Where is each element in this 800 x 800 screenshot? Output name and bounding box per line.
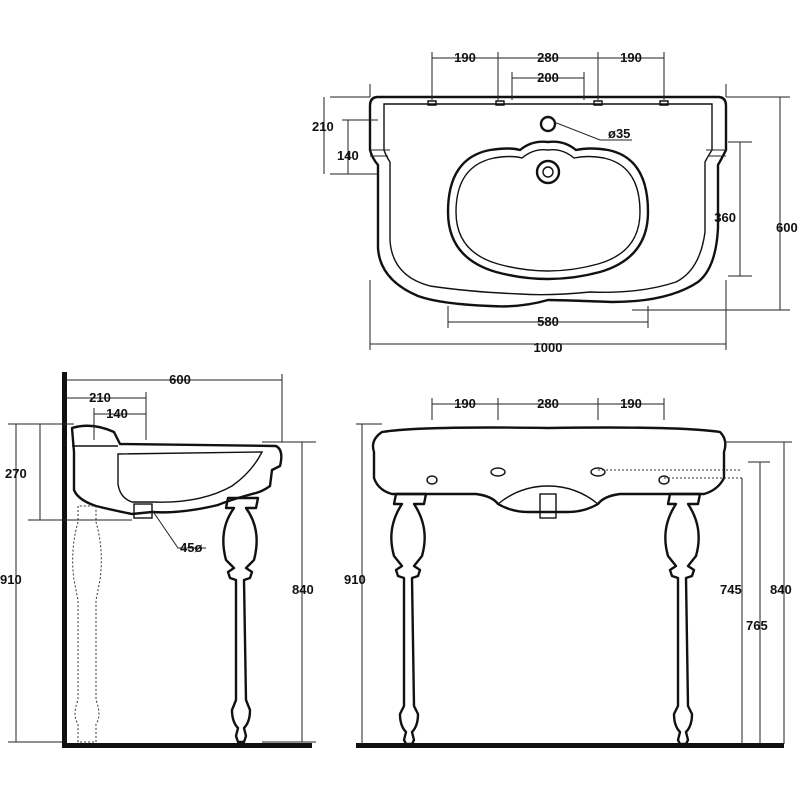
front-dim-745: 745 bbox=[720, 582, 742, 597]
front-hole-1 bbox=[426, 475, 438, 485]
top-dim-200: 200 bbox=[537, 70, 559, 85]
front-dim-910: 910 bbox=[344, 572, 366, 587]
top-drain-outer bbox=[535, 159, 561, 185]
top-dim-600: 600 bbox=[776, 220, 798, 235]
side-view: 600 210 140 270 910 45ø 840 bbox=[0, 372, 316, 748]
top-basin-outline bbox=[368, 95, 728, 308]
side-dim-840: 840 bbox=[292, 582, 314, 597]
top-back-notch-left bbox=[370, 149, 390, 157]
front-view: 190 280 190 910 745 765 840 bbox=[344, 396, 792, 748]
top-bowl-inner bbox=[455, 148, 641, 272]
side-basin-bowl bbox=[117, 451, 264, 503]
side-dim-210: 210 bbox=[89, 390, 111, 405]
front-dim-190-left: 190 bbox=[454, 396, 476, 411]
front-leg-left bbox=[390, 492, 428, 746]
side-floor bbox=[62, 743, 312, 748]
top-bowl-oval bbox=[446, 140, 650, 281]
side-dim-600: 600 bbox=[169, 372, 191, 387]
top-dim-580: 580 bbox=[537, 314, 559, 329]
front-hole-3 bbox=[590, 467, 606, 477]
side-wall bbox=[62, 372, 67, 748]
side-rear-leg-dotted bbox=[72, 505, 102, 743]
side-dim-910: 910 bbox=[0, 572, 22, 587]
top-back-hole-3 bbox=[593, 100, 603, 106]
top-dim-140: 140 bbox=[337, 148, 359, 163]
top-back-hole-2 bbox=[495, 100, 505, 106]
top-back-notch-right bbox=[706, 149, 726, 157]
front-basin-arch bbox=[497, 485, 599, 505]
top-dim-280: 280 bbox=[537, 50, 559, 65]
top-dim-tap-diameter: ø35 bbox=[608, 126, 630, 141]
front-drain-trap bbox=[539, 493, 557, 519]
top-dim-210: 210 bbox=[312, 119, 334, 134]
top-basin-inner-rim bbox=[383, 103, 713, 296]
side-dim-270: 270 bbox=[5, 466, 27, 481]
side-front-leg bbox=[222, 496, 260, 744]
front-dim-280: 280 bbox=[537, 396, 559, 411]
top-dim-360: 360 bbox=[714, 210, 736, 225]
top-dim-190-right: 190 bbox=[620, 50, 642, 65]
front-leg-right bbox=[664, 492, 702, 746]
top-tap-hole bbox=[539, 115, 557, 133]
top-view: 190 280 190 200 210 140 ø35 360 600 580 … bbox=[312, 50, 798, 355]
front-basin-body bbox=[371, 426, 727, 514]
top-back-hole-4 bbox=[659, 100, 669, 106]
side-dim-drain: 45ø bbox=[180, 540, 202, 555]
side-dim-140: 140 bbox=[106, 406, 128, 421]
front-hole-2 bbox=[490, 467, 506, 477]
top-back-hole-1 bbox=[427, 100, 437, 106]
top-dim-1000: 1000 bbox=[534, 340, 563, 355]
front-dim-765: 765 bbox=[746, 618, 768, 633]
front-floor bbox=[356, 743, 784, 748]
top-dim-190-left: 190 bbox=[454, 50, 476, 65]
top-drain-inner bbox=[542, 166, 554, 178]
front-dim-840: 840 bbox=[770, 582, 792, 597]
side-drain bbox=[133, 503, 153, 519]
front-dim-190-right: 190 bbox=[620, 396, 642, 411]
front-hole-4 bbox=[658, 475, 670, 485]
